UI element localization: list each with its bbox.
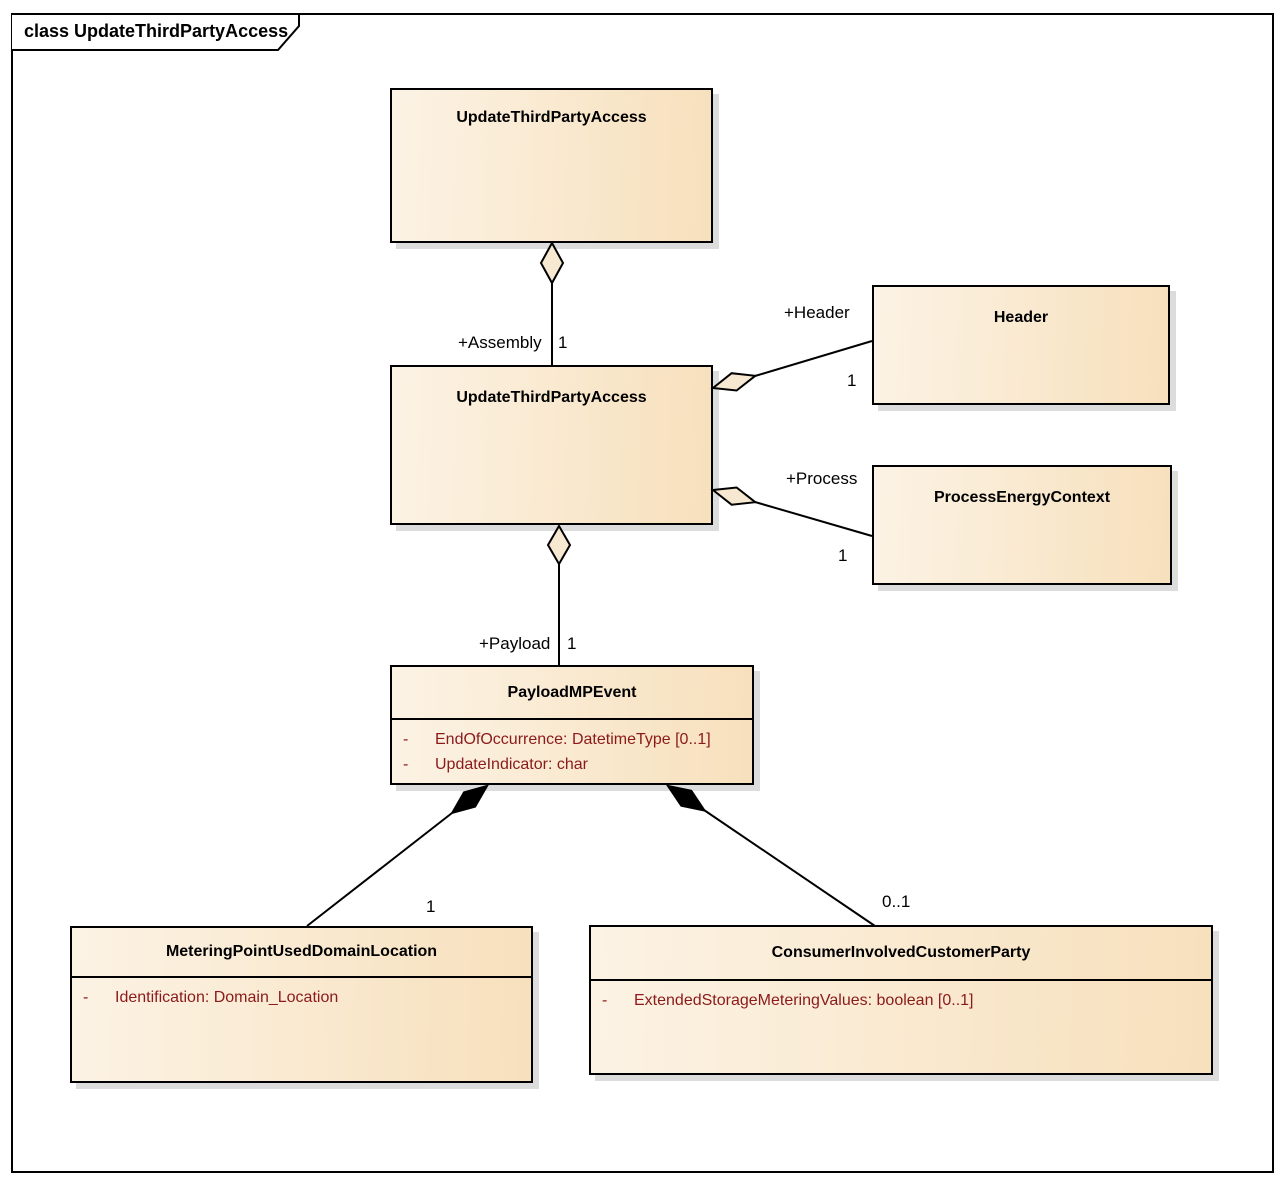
class-name-compartment: PayloadMPEvent [392, 667, 752, 720]
attribute-row: - UpdateIndicator: char [392, 752, 752, 777]
class-box-processenergycontext[interactable]: ProcessEnergyContext [872, 465, 1172, 585]
class-name-compartment: MeteringPointUsedDomainLocation [72, 928, 531, 978]
class-name: UpdateThirdPartyAccess [456, 109, 647, 126]
attribute-visibility: - [403, 756, 409, 773]
attribute-visibility: - [403, 731, 409, 748]
process-aggregation-diamond-icon [710, 486, 758, 506]
class-box-header[interactable]: Header [872, 285, 1170, 405]
consumer-multiplicity-label: 0..1 [882, 892, 911, 911]
class-name: ProcessEnergyContext [933, 489, 1111, 506]
attribute-row: - Identification: Domain_Location [72, 985, 531, 1010]
class-box-payloadmpevent[interactable]: PayloadMPEvent - EndOfOccurrence: Dateti… [390, 665, 754, 785]
class-attributes-compartment: - Identification: Domain_Location [72, 978, 531, 1010]
consumer-composition-diamond-icon [665, 784, 707, 812]
class-box-updatethirdpartyaccess-top[interactable]: UpdateThirdPartyAccess [390, 88, 713, 243]
attribute-text: ExtendedStorageMeteringValues: boolean [… [634, 992, 974, 1009]
class-name-compartment: ConsumerInvolvedCustomerParty [591, 927, 1211, 981]
attribute-text: EndOfOccurrence: DatetimeType [0..1] [435, 731, 711, 748]
class-box-meteringpointuseddomainlocation[interactable]: MeteringPointUsedDomainLocation - Identi… [70, 926, 533, 1083]
payload-role-label: +Payload [479, 634, 551, 653]
attribute-visibility: - [83, 989, 89, 1006]
metering-composition-diamond-icon [450, 784, 490, 815]
class-name: ConsumerInvolvedCustomerParty [771, 944, 1031, 961]
header-role-label: +Header [784, 303, 850, 322]
assembly-multiplicity-label: 1 [558, 333, 568, 352]
header-multiplicity-label: 1 [847, 371, 857, 390]
class-name: MeteringPointUsedDomainLocation [165, 943, 438, 960]
process-connector-line [754, 501, 873, 537]
metering-multiplicity-label: 1 [426, 897, 436, 916]
consumer-connector-line [703, 809, 876, 927]
attribute-row: - EndOfOccurrence: DatetimeType [0..1] [392, 727, 752, 752]
class-attributes-compartment: - EndOfOccurrence: DatetimeType [0..1] -… [392, 720, 752, 777]
class-box-consumerinvolvedcustomerparty[interactable]: ConsumerInvolvedCustomerParty - Extended… [589, 925, 1213, 1075]
payload-multiplicity-label: 1 [567, 634, 577, 653]
assembly-role-label: +Assembly [458, 333, 542, 352]
class-name: UpdateThirdPartyAccess [456, 389, 647, 406]
class-attributes-compartment: - ExtendedStorageMeteringValues: boolean… [591, 981, 1211, 1013]
class-name: PayloadMPEvent [507, 683, 637, 701]
attribute-row: - ExtendedStorageMeteringValues: boolean… [591, 988, 1211, 1013]
class-box-updatethirdpartyaccess-assembly[interactable]: UpdateThirdPartyAccess [390, 365, 713, 525]
process-role-label: +Process [786, 469, 858, 488]
header-aggregation-diamond-icon [710, 372, 758, 392]
attribute-text: Identification: Domain_Location [115, 989, 339, 1006]
diagram-title: class UpdateThirdPartyAccess [24, 21, 289, 41]
attribute-text: UpdateIndicator: char [435, 756, 588, 773]
assembly-aggregation-diamond-icon [539, 240, 565, 286]
attribute-visibility: - [602, 992, 608, 1009]
process-multiplicity-label: 1 [838, 546, 848, 565]
payload-aggregation-diamond-icon [546, 524, 572, 566]
class-name: Header [993, 309, 1049, 326]
